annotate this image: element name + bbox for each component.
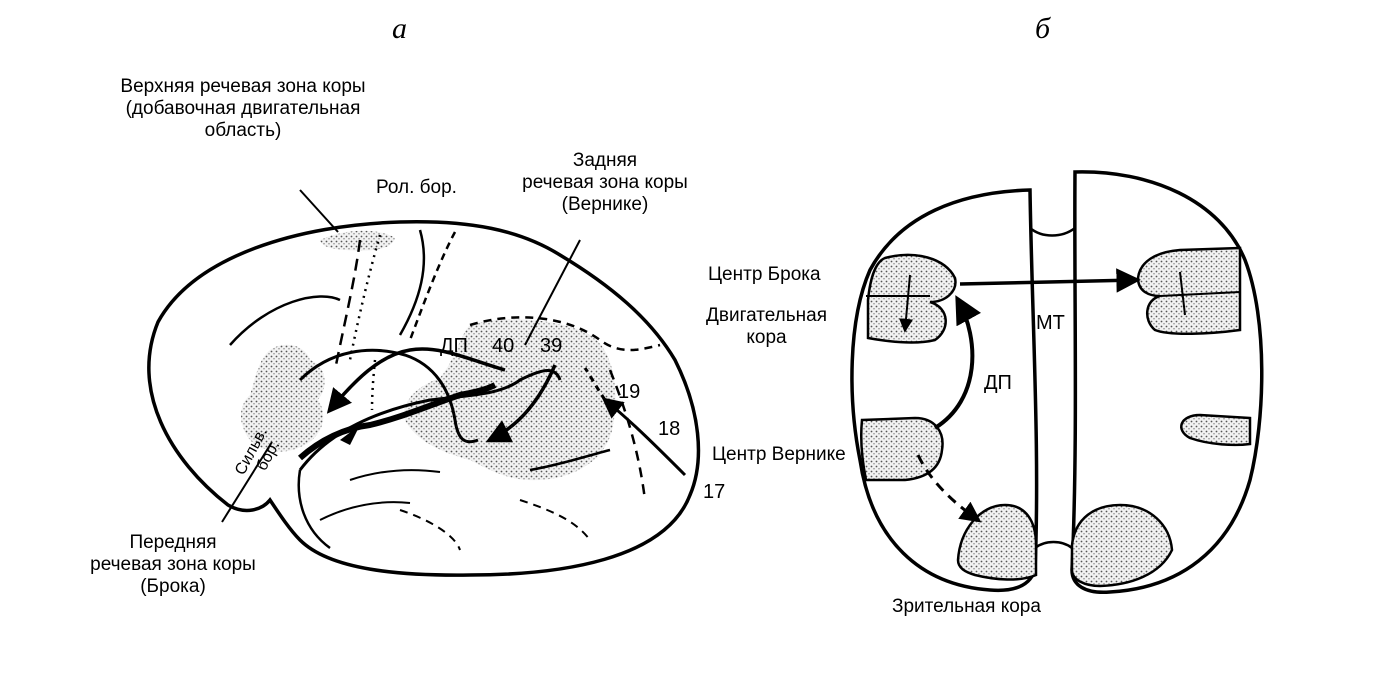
arcuate-fasciculus-a <box>326 347 506 414</box>
area-18-label: 18 <box>658 418 681 440</box>
posterior-speech-zone-label: Задняя речевая зона коры (Вернике) <box>522 150 688 215</box>
anterior-zone-leader <box>221 441 273 523</box>
callosal-arrow <box>959 268 1141 293</box>
anterior-speech-zone-label: Передняя речевая зона коры (Брока) <box>90 532 256 597</box>
hemisphere-outline <box>147 220 701 577</box>
broca-area-shape <box>241 344 325 452</box>
area-17-label: 17 <box>703 481 726 503</box>
left-hemisphere <box>850 188 1039 593</box>
right-hemisphere <box>1070 170 1264 594</box>
visual-cortex-right <box>1070 503 1174 588</box>
area-19-label: 19 <box>618 381 641 403</box>
posterior-zone-leader <box>524 239 581 346</box>
panel-letter-a: а <box>392 12 407 45</box>
upper-speech-zone-label: Верхняя речевая зона коры (добавочная дв… <box>120 76 366 141</box>
broca-center-label: Центр Брока <box>708 264 821 285</box>
wernicke-center-label: Центр Вернике <box>712 444 846 465</box>
area-39-label: 39 <box>540 335 563 357</box>
upper-zone-shape <box>320 230 395 251</box>
arcuate-label-b: ДП <box>984 372 1012 394</box>
hemisphere-lateral <box>147 189 701 577</box>
visual-cortex-label: Зрительная кора <box>892 596 1041 617</box>
motor-cortex-label: Двигательная кора <box>706 305 827 348</box>
wernicke-to-visual-arrow <box>916 454 982 523</box>
wernicke-center-shape <box>859 416 944 482</box>
area-40-label: 40 <box>492 335 515 357</box>
upper-zone-leader <box>299 189 339 233</box>
wernicke-area-shape <box>404 319 616 481</box>
panel-letter-b: б <box>1035 12 1051 45</box>
broca-mirror-shape <box>1136 246 1242 335</box>
rolandic-fissure-label: Рол. бор. <box>376 177 457 198</box>
broca-center-shape <box>866 253 957 344</box>
visual-cortex-left <box>956 503 1038 581</box>
arcuate-fasciculus-b <box>933 295 982 430</box>
sylvian-fissure <box>297 382 497 461</box>
brain-top-view <box>850 170 1264 594</box>
corpus-callosum-label: МТ <box>1036 312 1065 334</box>
arcuate-label-a: ДП <box>440 335 468 357</box>
